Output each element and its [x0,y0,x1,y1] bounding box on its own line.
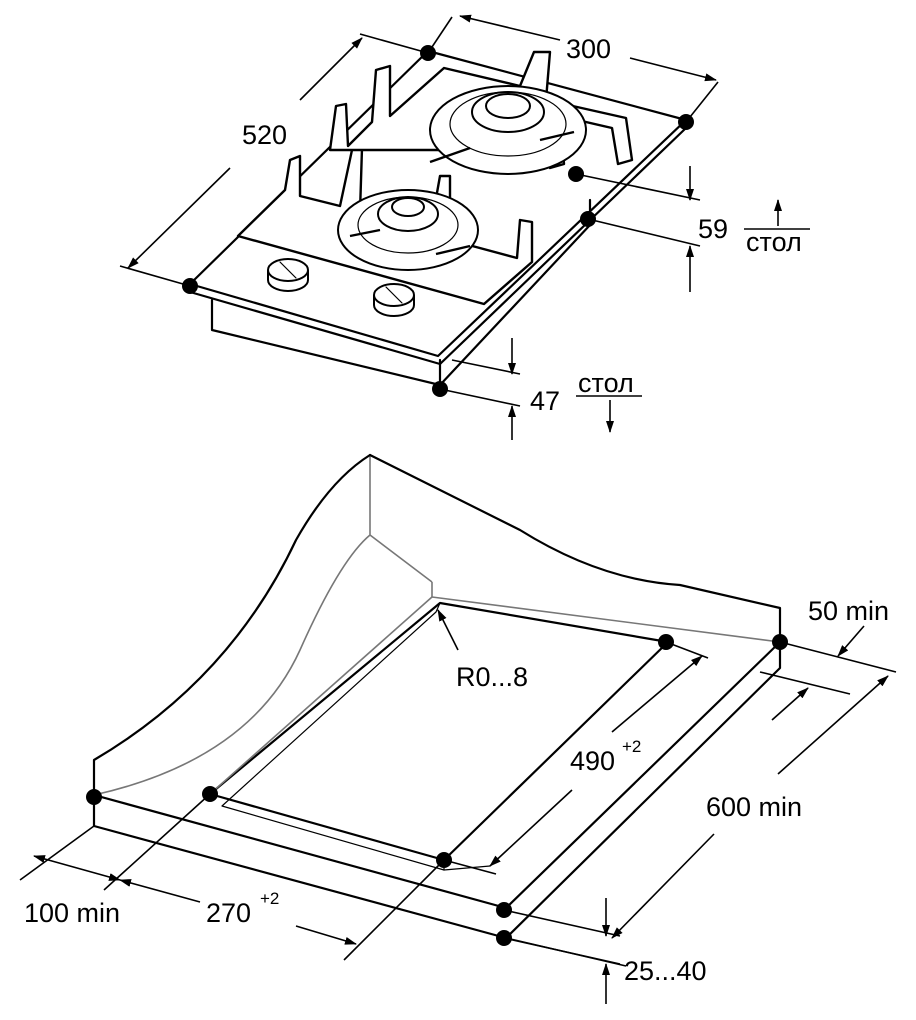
control-knob-2 [373,283,415,317]
dim-side-100 [19,793,211,891]
label-depth-520: 520 [242,120,287,150]
label-cutout-width-tol: +2 [260,889,279,908]
dim-width-270 [119,859,445,961]
dim-radius [437,609,459,651]
dim-width-300 [427,14,719,123]
dim-depth-520 [119,33,429,287]
cutout-opening [208,601,670,862]
dim-height-59 [575,166,701,292]
control-knob-1 [267,258,309,292]
label-corner-radius: R0...8 [456,662,528,692]
label-side-distance: 100 min [24,898,120,928]
label-worktop-thickness: 25...40 [624,956,707,986]
dim-thickness [503,898,621,1004]
label-cutout-length: 490 [570,746,615,776]
worktop-up-indicator [744,199,810,230]
worktop-down-indicator [576,395,642,433]
hob-drawing: 300 520 59 стол 47 [119,14,810,440]
label-height-59: 59 [698,214,728,244]
cutout-drawing: R0...8 490 +2 50 min 600 min [19,453,897,1004]
burner-small [337,189,479,271]
label-height-47: 47 [530,386,560,416]
burner-large [429,85,587,175]
label-worktop-top: стол [746,227,802,257]
label-worktop-bottom: стол [578,368,634,398]
label-back-distance: 50 min [808,596,889,626]
dim-length-490 [443,641,709,875]
dim-back-50 [759,625,897,721]
label-worktop-depth: 600 min [706,792,802,822]
dim-height-47 [439,338,521,440]
label-cutout-length-tol: +2 [622,737,641,756]
back-wall [93,455,433,796]
label-cutout-width: 270 [206,898,251,928]
label-width-300: 300 [566,34,611,64]
